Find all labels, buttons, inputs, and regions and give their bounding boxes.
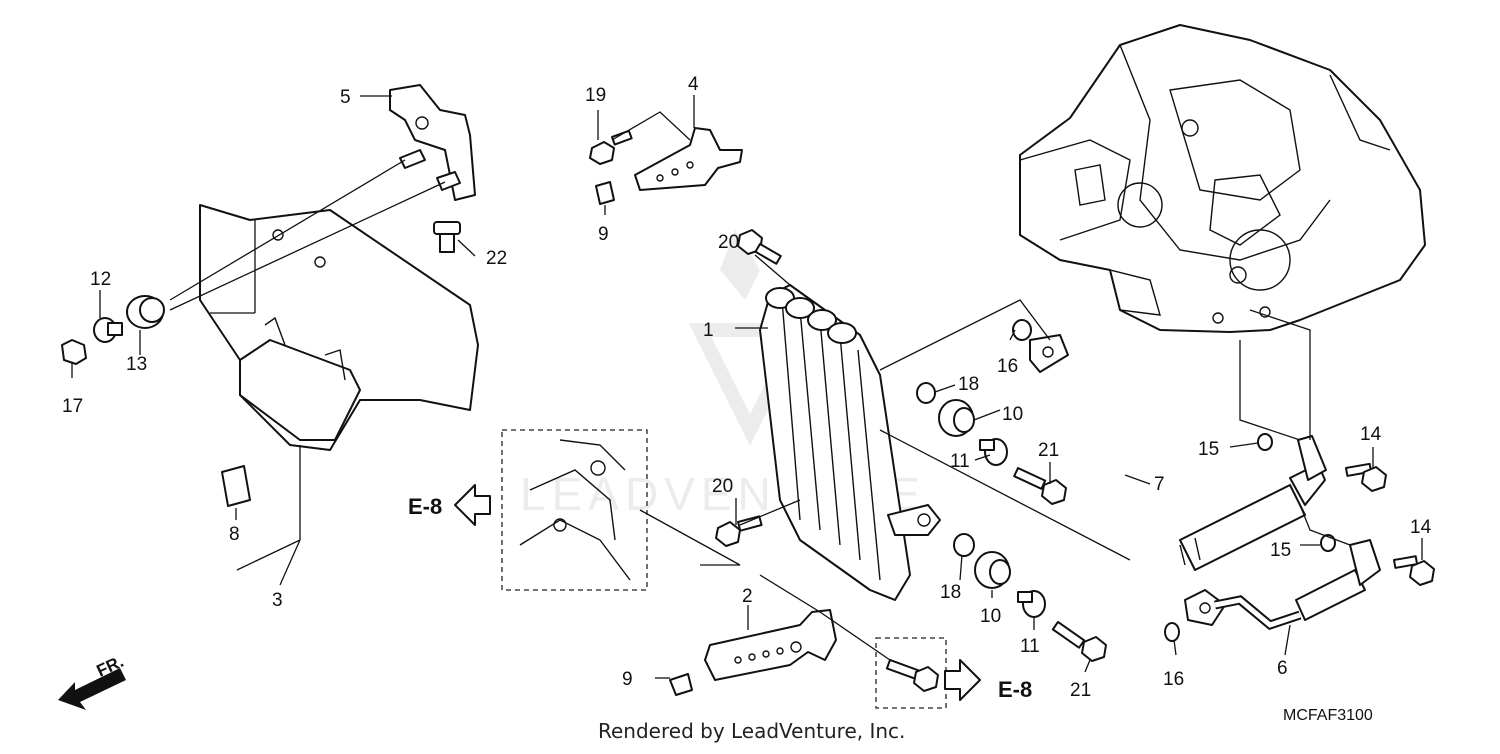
callout-1[interactable]: 1: [703, 320, 714, 341]
callout-14-upper[interactable]: 14: [1360, 424, 1382, 445]
callout-4[interactable]: 4: [688, 74, 699, 95]
collar-11-upper: [979, 438, 1008, 466]
callout-9-top[interactable]: 9: [598, 224, 609, 245]
bracket-4: [634, 127, 743, 191]
oil-cooler: [759, 284, 941, 601]
callout-16-upper[interactable]: 16: [997, 356, 1018, 377]
callout-20-upper[interactable]: 20: [718, 232, 739, 253]
callout-13[interactable]: 13: [126, 354, 147, 375]
engine-assembly: [1019, 24, 1426, 333]
collar-11-lower: [1017, 590, 1046, 618]
callout-22[interactable]: 22: [486, 248, 507, 269]
bolt-14-lower: [1392, 555, 1435, 586]
hose-6: [1184, 539, 1381, 631]
ref-box-left: [501, 429, 648, 591]
o-ring-16-upper: [1012, 319, 1032, 341]
collar-12: [93, 317, 123, 343]
callout-5[interactable]: 5: [340, 87, 351, 108]
callout-21-upper[interactable]: 21: [1038, 440, 1059, 461]
callout-7[interactable]: 7: [1154, 474, 1165, 495]
o-ring-15-lower: [1320, 534, 1336, 552]
grommet-10-upper: [938, 399, 975, 437]
bolt-22: [433, 221, 461, 253]
o-ring-15-upper: [1257, 433, 1273, 451]
ref-box-right: [875, 637, 947, 709]
bolt-21-upper: [1013, 467, 1067, 505]
front-arrow-icon: [58, 668, 126, 710]
bracket-2: [704, 609, 837, 681]
bolt-19: [589, 129, 633, 165]
pad-8: [221, 465, 251, 507]
ref-arrow-right: [944, 659, 981, 701]
ref-left-label[interactable]: E-8: [408, 494, 442, 519]
washer-18-lower: [953, 533, 975, 557]
callout-19[interactable]: 19: [585, 85, 606, 106]
ref-arrow-left: [454, 484, 491, 526]
callout-14-lower[interactable]: 14: [1410, 517, 1432, 538]
bracket-5: [389, 84, 476, 201]
callout-15-lower[interactable]: 15: [1270, 540, 1291, 561]
callout-21-lower[interactable]: 21: [1070, 680, 1091, 701]
ref-right-label[interactable]: E-8: [998, 677, 1032, 702]
grommet-10-lower: [974, 551, 1011, 589]
callout-8[interactable]: 8: [229, 524, 240, 545]
callout-9-bottom[interactable]: 9: [622, 669, 633, 690]
bolt-20-top: [737, 229, 782, 265]
callout-11-upper[interactable]: 11: [950, 451, 970, 472]
callout-10-lower[interactable]: 10: [980, 606, 1001, 627]
callout-16-lower[interactable]: 16: [1163, 669, 1184, 690]
callout-3[interactable]: 3: [272, 590, 283, 611]
grommet-13: [126, 295, 165, 329]
side-cover: [199, 204, 479, 451]
credit-text: Rendered by LeadVenture, Inc.: [598, 719, 905, 743]
callout-10-upper[interactable]: 10: [1002, 404, 1023, 425]
leader-lines: [71, 95, 1423, 679]
callout-18-upper[interactable]: 18: [958, 374, 979, 395]
callout-6[interactable]: 6: [1277, 658, 1288, 679]
callout-12[interactable]: 12: [90, 269, 111, 290]
o-ring-16-lower: [1164, 622, 1180, 642]
callout-20-lower[interactable]: 20: [712, 476, 733, 497]
callout-labels: 1 2 3 4 5 6 7 8 9 9 10 10 11 11 12 13 14…: [62, 74, 1432, 701]
diagram-code: MCFAF3100: [1283, 707, 1373, 724]
clip-9-bottom: [669, 673, 693, 696]
clip-9-top: [595, 181, 615, 205]
bolt-e8-box: [885, 659, 939, 692]
bolt-21-lower: [1051, 621, 1107, 662]
callout-11-lower[interactable]: 11: [1020, 636, 1040, 657]
callout-17[interactable]: 17: [62, 396, 83, 417]
callout-18-lower[interactable]: 18: [940, 582, 961, 603]
hose-7: [1029, 334, 1327, 582]
bolt-20-bottom: [715, 515, 763, 547]
callout-15-upper[interactable]: 15: [1198, 439, 1219, 460]
nut-17: [61, 339, 87, 365]
bolt-14-upper: [1344, 462, 1387, 492]
callout-2[interactable]: 2: [742, 586, 753, 607]
washer-18-upper: [916, 382, 936, 404]
